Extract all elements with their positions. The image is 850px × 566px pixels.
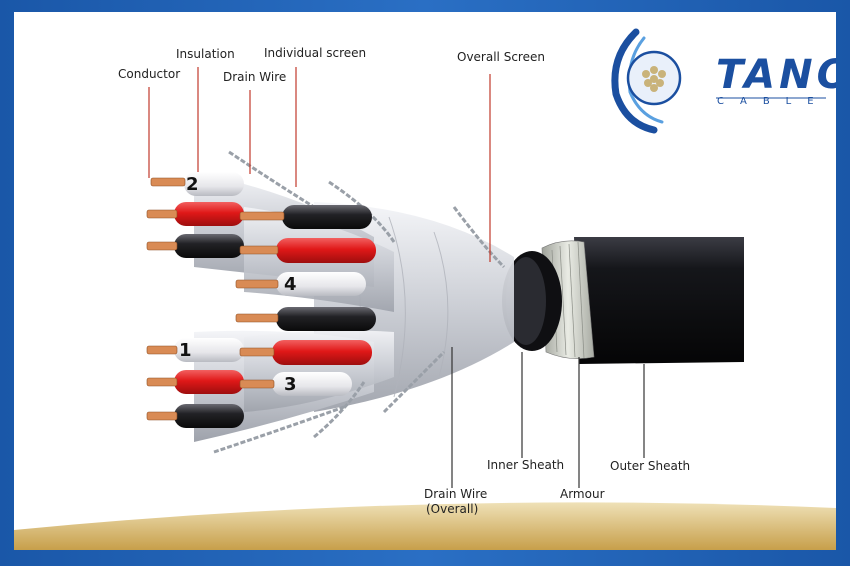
label-drain-wire-overall: Drain Wire — [424, 487, 488, 501]
conductors — [146, 177, 285, 421]
label-armour: Armour — [560, 487, 605, 501]
label-drain-wire-overall-sub: (Overall) — [426, 502, 479, 516]
pair-number-2: 2 — [186, 174, 199, 195]
tano-logo-icon — [611, 28, 682, 134]
core-black-top — [174, 234, 244, 258]
image-panel: 2 4 1 3 — [14, 12, 836, 550]
core-black-4b — [276, 307, 376, 331]
core-2-insulation — [184, 172, 244, 196]
pair-number-3: 3 — [284, 374, 297, 395]
label-drain-wire: Drain Wire — [223, 70, 287, 84]
inner-sheath-face — [506, 257, 546, 345]
label-individual-screen: Individual screen — [264, 46, 367, 60]
label-inner-sheath: Inner Sheath — [487, 458, 565, 472]
label-overall-screen: Overall Screen — [457, 50, 545, 64]
core-red-1 — [174, 370, 244, 394]
leader-lines — [148, 67, 491, 262]
core-1-insulation — [174, 338, 244, 362]
outer-sheath — [574, 237, 744, 364]
gold-band — [14, 502, 836, 550]
label-insulation: Insulation — [176, 47, 235, 61]
brand-sub: CABLE — [717, 96, 830, 107]
brand-name: TANO — [716, 52, 836, 98]
label-outer-sheath: Outer Sheath — [610, 459, 691, 473]
pair-number-1: 1 — [179, 340, 192, 361]
core-black-4a — [282, 205, 372, 229]
core-black-1 — [174, 404, 244, 428]
label-conductor: Conductor — [118, 67, 181, 81]
core-4-insulation — [276, 272, 366, 296]
pair-number-4: 4 — [284, 274, 297, 295]
core-red-3 — [272, 340, 372, 365]
leader-lines-bottom — [451, 347, 645, 488]
core-3-insulation — [272, 372, 352, 396]
cable-diagram: 2 4 1 3 — [146, 28, 826, 488]
core-red-top — [174, 202, 244, 226]
core-red-4 — [276, 238, 376, 263]
